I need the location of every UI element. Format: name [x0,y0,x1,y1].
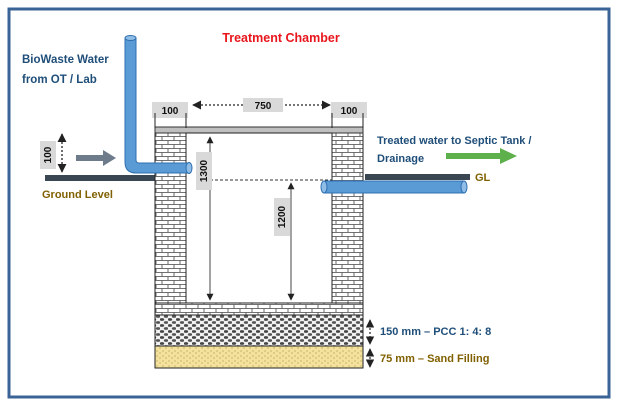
pcc-layer-label: 150 mm – PCC 1: 4: 8 [380,326,491,338]
outlet-label-line2: Drainage [377,153,424,165]
dim-left-wall: 100 [162,106,179,117]
dim-box-right-wall [331,102,367,118]
outlet-pipe-inlet-end [320,180,328,194]
dim-right-wall: 100 [341,106,358,117]
dim-water-depth: 1200 [277,205,288,228]
inflow-arrow [76,150,116,166]
inlet-pipe-end [185,162,193,174]
dim-pipe-depth: 100 [43,146,54,163]
ground-level-label: Ground Level [42,189,113,201]
dim-box-inner-width [243,98,283,112]
dim-box-pipe-depth [40,141,56,169]
outlet-pipe-outlet-end [460,180,468,194]
pcc-layer [154,314,364,347]
dim-box-water-depth [274,198,290,236]
outlet-pipe [323,180,465,194]
gl-label: GL [475,172,491,184]
dim-inner-height: 1300 [199,159,210,182]
outer-frame [7,7,611,399]
dim-box-left-wall [152,102,188,118]
sand-layer-label: 75 mm – Sand Filling [380,353,489,365]
left-brick-wall [154,132,187,316]
outflow-arrow [446,148,517,164]
ground-line-left [45,175,157,181]
outlet-label-line1: Treated water to Septic Tank / [377,135,531,147]
inlet-pipe-top [124,35,137,41]
diagram-title: Treatment Chamber [222,31,340,45]
dim-inner-width: 750 [255,101,272,112]
right-brick-wall [331,132,364,316]
sand-layer [154,345,364,369]
inlet-label-line1: BioWaste Water [22,54,109,66]
ground-line-right [365,174,470,180]
inlet-label-line2: from OT / Lab [22,74,97,86]
chamber-floor [154,302,364,316]
dim-box-inner-height [196,152,212,190]
